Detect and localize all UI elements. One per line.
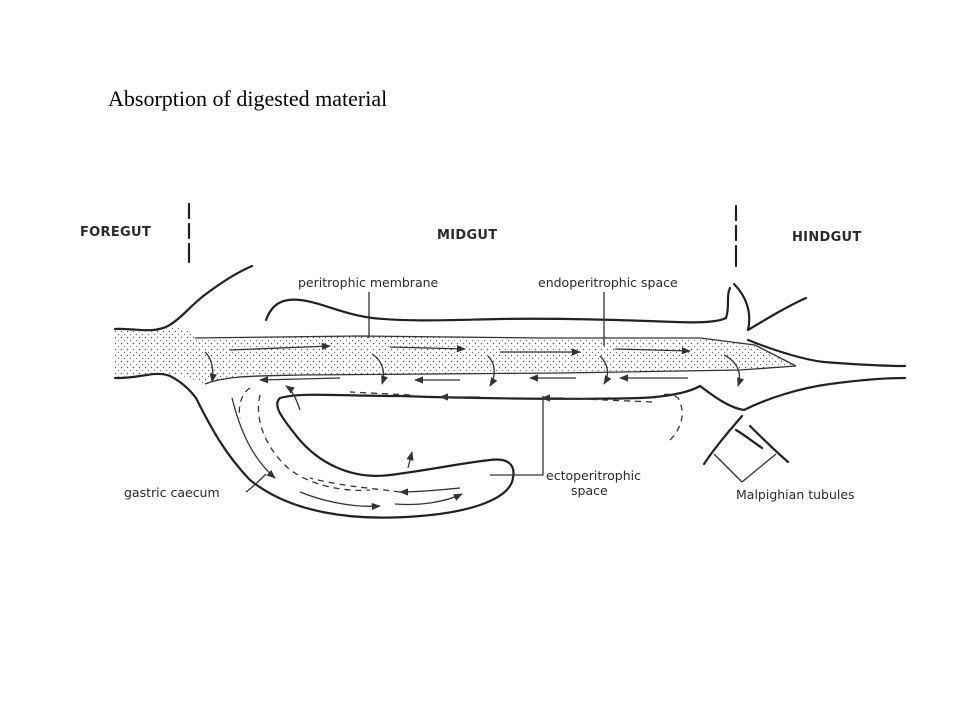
- leader-gastric-caecum: [245, 473, 267, 493]
- foregut-label: FOREGUT: [80, 225, 151, 240]
- leader-malpighian: [713, 453, 777, 483]
- page-title: Absorption of digested material: [108, 86, 388, 111]
- midgut-wall-upper: [264, 298, 728, 324]
- gastric-caecum-wall: [194, 384, 702, 519]
- endoperitrophic-space-fill: [115, 326, 796, 384]
- ectoperitrophic-label-line2: space: [571, 483, 608, 498]
- hindgut-label: HINDGUT: [792, 230, 862, 245]
- foregut-wall-lower: [113, 372, 198, 400]
- peritrophic-membrane-line: [194, 335, 797, 367]
- leader-ectoperitrophic: [490, 396, 544, 476]
- flow-arrows-caecum: [231, 385, 463, 511]
- peritrophic-membrane-label: peritrophic membrane: [298, 275, 439, 290]
- flow-arrows-ecto: [259, 374, 688, 441]
- hindgut-wall-lower: [698, 376, 907, 412]
- midgut-label: MIDGUT: [437, 228, 497, 243]
- hindgut-wall-upper: [732, 282, 808, 332]
- malpighian-tubules-label: Malpighian tubules: [736, 487, 855, 502]
- endoperitrophic-space-label: endoperitrophic space: [538, 275, 678, 290]
- malpighian-tubule-2: [748, 424, 790, 464]
- gastric-caecum-label: gastric caecum: [124, 485, 220, 500]
- foregut-wall-upper: [113, 264, 254, 332]
- malpighian-tubule-1: [702, 414, 744, 466]
- ectoperitrophic-label-line1: ectoperitrophic: [546, 468, 641, 483]
- flow-arrows-endo: [204, 342, 745, 387]
